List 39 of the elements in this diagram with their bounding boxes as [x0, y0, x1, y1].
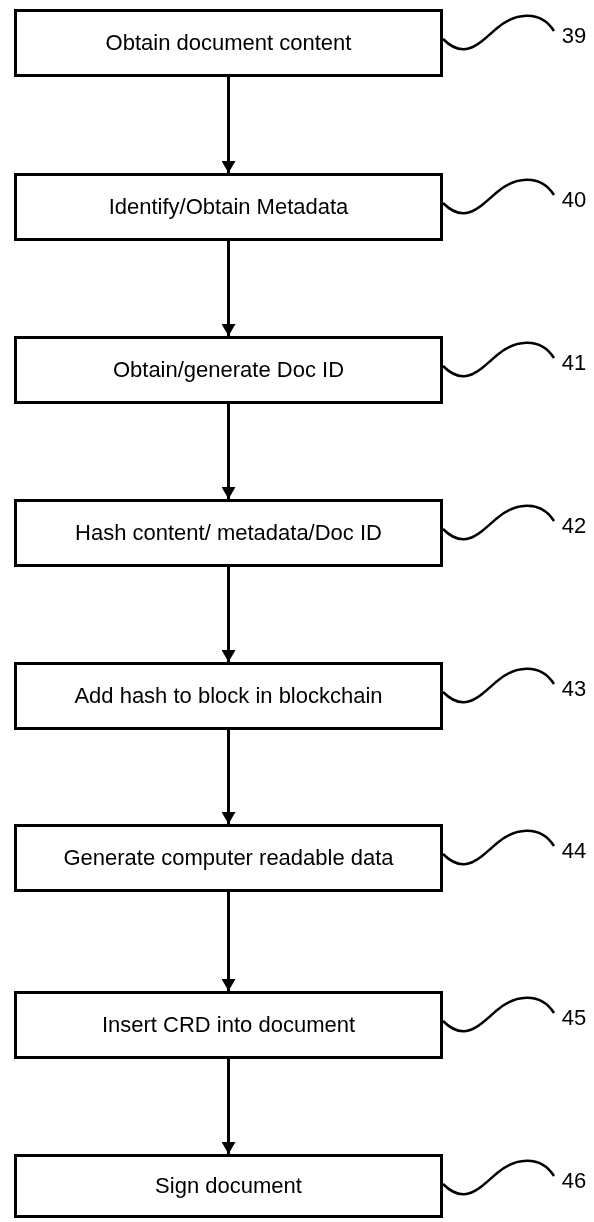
- leader-line: [442, 178, 555, 215]
- arrow: [221, 77, 236, 173]
- callout-number: 42: [556, 513, 592, 539]
- process-box: [14, 1154, 443, 1218]
- step-label: Identify/Obtain Metadata: [108, 193, 349, 221]
- leader-line: [442, 1159, 555, 1196]
- step-label: Obtain document content: [105, 29, 352, 57]
- arrow: [221, 1059, 236, 1154]
- arrow: [221, 241, 236, 336]
- callout-number: 40: [556, 187, 592, 213]
- process-box: [14, 499, 443, 567]
- leader-line: [442, 829, 555, 866]
- leader-line: [442, 504, 555, 541]
- callout-number: 41: [556, 350, 592, 376]
- arrow: [221, 892, 236, 991]
- step-label: Sign document: [155, 1172, 302, 1200]
- step-label: Add hash to block in blockchain: [74, 682, 383, 710]
- step-label: Generate computer readable data: [63, 844, 394, 872]
- leader-line: [442, 14, 555, 51]
- arrow: [221, 404, 236, 499]
- arrow: [221, 730, 236, 824]
- leader-line: [442, 996, 555, 1033]
- process-box: [14, 662, 443, 730]
- process-box: [14, 991, 443, 1059]
- leader-line: [442, 341, 555, 378]
- step-label: Insert CRD into document: [101, 1011, 356, 1039]
- step-label: Hash content/ metadata/Doc ID: [75, 519, 382, 547]
- leader-line: [442, 667, 555, 704]
- arrow: [221, 567, 236, 662]
- callout-number: 46: [556, 1168, 592, 1194]
- process-box: [14, 336, 443, 404]
- process-box: [14, 9, 443, 77]
- callout-number: 45: [556, 1005, 592, 1031]
- process-box: [14, 824, 443, 892]
- step-label: Obtain/generate Doc ID: [112, 356, 345, 384]
- callout-number: 43: [556, 676, 592, 702]
- callout-number: 39: [556, 23, 592, 49]
- callout-number: 44: [556, 838, 592, 864]
- process-box: [14, 173, 443, 241]
